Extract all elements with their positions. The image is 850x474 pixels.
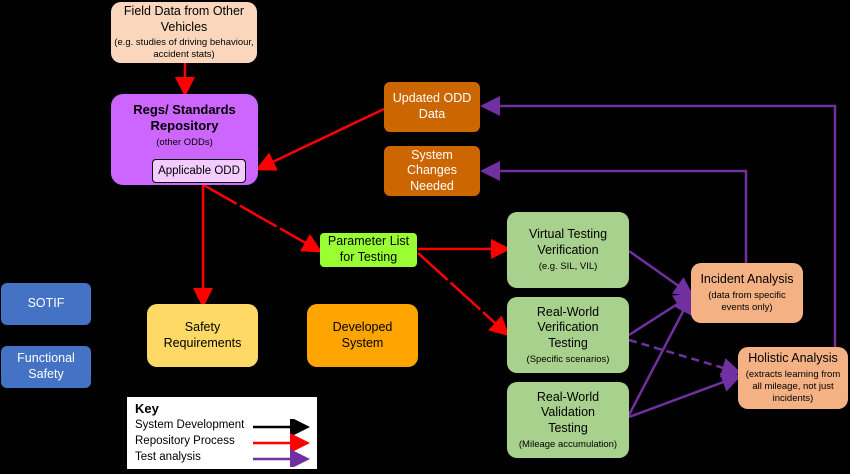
arrow-rwvalid-to-holistic xyxy=(628,372,742,419)
system-changes-title: System Changes Needed xyxy=(406,147,458,193)
legend-item-system-development: System Development xyxy=(135,417,309,433)
arrow-holistic-to-updated-odd xyxy=(480,96,837,347)
incident-analysis-sub: (data from specific events only) xyxy=(708,289,786,313)
parameter-list-box: Parameter List for Testing xyxy=(320,233,417,267)
virtual-testing-box: Virtual Testing Verification (e.g. SIL, … xyxy=(507,212,629,288)
field-data-box: Field Data from Other Vehicles (e.g. stu… xyxy=(111,2,257,63)
incident-analysis-box: Incident Analysis (data from specific ev… xyxy=(691,263,803,323)
updated-odd-box: Updated ODD Data xyxy=(384,82,480,132)
field-data-sub: (e.g. studies of driving behaviour, acci… xyxy=(114,37,254,61)
holistic-analysis-box: Holistic Analysis (extracts learning fro… xyxy=(738,347,848,409)
arrow-applicable-to-parameter xyxy=(199,181,323,253)
real-world-verification-title: Real-World Verification Testing xyxy=(536,304,600,350)
legend-arrows xyxy=(253,419,310,467)
holistic-analysis-title: Holistic Analysis xyxy=(748,351,838,366)
real-world-validation-box: Real-World Validation Testing (Mileage a… xyxy=(507,382,629,458)
developed-system-title: Developed System xyxy=(332,319,393,350)
real-world-verification-sub: (Specific scenarios) xyxy=(526,353,610,365)
legend: Key System Development Repository Proces… xyxy=(127,397,317,469)
arrow-virtual-to-incident xyxy=(628,249,695,297)
system-changes-box: System Changes Needed xyxy=(384,146,480,196)
applicable-odd-box: Applicable ODD xyxy=(152,159,246,183)
real-world-verification-box: Real-World Verification Testing (Specifi… xyxy=(507,297,629,373)
safety-requirements-box: Safety Requirements xyxy=(147,304,258,367)
functional-safety-box: Functional Safety xyxy=(1,346,91,388)
field-data-title: Field Data from Other Vehicles xyxy=(123,4,245,34)
real-world-validation-sub: (Mileage accumulation) xyxy=(518,438,618,450)
virtual-testing-title: Virtual Testing Verification xyxy=(528,227,608,258)
legend-label: System Development xyxy=(135,419,245,431)
holistic-analysis-sub: (extracts learning from all mileage, not… xyxy=(745,369,841,404)
sotif-box: SOTIF xyxy=(1,283,91,325)
legend-item-repository-process: Repository Process xyxy=(135,433,309,449)
real-world-validation-title: Real-World Validation Testing xyxy=(536,389,600,435)
applicable-odd-title: Applicable ODD xyxy=(158,164,240,177)
legend-title: Key xyxy=(135,401,159,416)
parameter-list-title: Parameter List for Testing xyxy=(327,234,410,264)
arrow-updated-odd-to-applicable xyxy=(255,107,385,171)
arrow-incident-to-system-changes xyxy=(480,161,748,263)
regs-repository-sub: (other ODDs) xyxy=(156,136,213,148)
legend-label: Test analysis xyxy=(135,451,201,463)
functional-safety-title: Functional Safety xyxy=(17,351,75,381)
virtual-testing-sub: (e.g. SIL, VIL) xyxy=(538,260,598,272)
safety-requirements-title: Safety Requirements xyxy=(163,319,242,350)
legend-item-test-analysis: Test analysis xyxy=(135,449,309,465)
developed-system-box: Developed System xyxy=(307,304,418,367)
incident-analysis-title: Incident Analysis xyxy=(700,272,794,287)
legend-label: Repository Process xyxy=(135,435,235,447)
arrow-rwvalid-to-incident xyxy=(627,293,693,416)
arrow-rwverif-to-holistic xyxy=(628,338,742,378)
sotif-title: SOTIF xyxy=(27,296,65,311)
regs-repository-title: Regs/ Standards Repository xyxy=(133,102,236,134)
updated-odd-title: Updated ODD Data xyxy=(392,91,472,121)
arrow-parameter-to-realworld xyxy=(417,252,510,337)
